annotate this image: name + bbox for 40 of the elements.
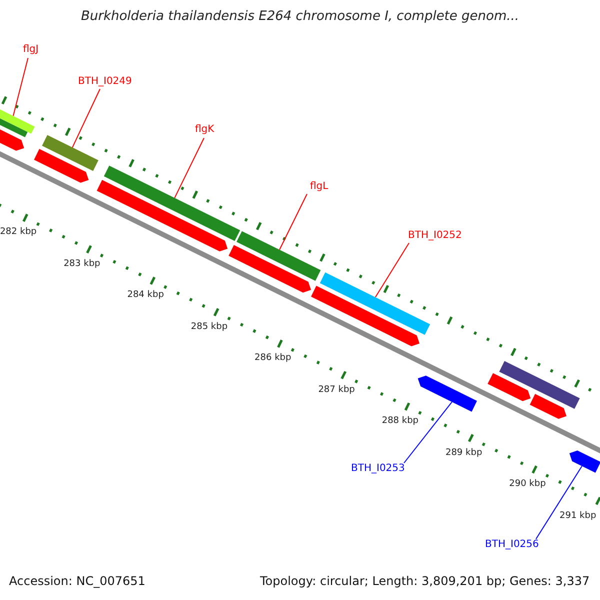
gene-label: BTH_I0252 xyxy=(408,230,462,242)
gene-bar xyxy=(34,148,89,183)
gene-bar xyxy=(569,450,600,473)
gene-label: BTH_I0249 xyxy=(78,76,132,88)
gene-label: BTH_I0256 xyxy=(485,539,539,550)
gene-bar xyxy=(236,231,321,281)
gene-bar xyxy=(418,376,477,412)
scale-label: 286 kbp xyxy=(254,353,292,364)
scale-label: 289 kbp xyxy=(445,448,482,458)
gene-label: BTH_I0253 xyxy=(351,463,405,474)
gene-bar xyxy=(228,245,311,293)
gene-bar xyxy=(42,135,98,171)
gene-label: flgK xyxy=(195,124,214,136)
leader-line xyxy=(536,466,582,540)
gene-bar xyxy=(320,272,430,335)
leader-line xyxy=(279,194,308,250)
gene-bar xyxy=(311,286,420,346)
leader-line xyxy=(404,401,452,464)
gene-bar xyxy=(499,361,580,409)
map-title: Burkholderia thailandensis E264 chromosome I, complete genom... xyxy=(80,10,520,25)
scale-label: 283 kbp xyxy=(64,258,100,270)
scale-label: 284 kbp xyxy=(127,290,164,301)
gene-bar xyxy=(104,166,240,241)
scale-label: 282 kbp xyxy=(0,227,37,238)
genome-info-label: Topology: circular; Length: 3,809,201 bp; Genes: 3,337 xyxy=(260,575,590,589)
leader-line xyxy=(174,138,204,198)
leader-line xyxy=(12,58,28,116)
gene-bar xyxy=(530,394,566,419)
scale-label: 288 kbp xyxy=(382,416,419,426)
scale-label: 290 kbp xyxy=(509,479,546,490)
scale-label: 291 kbp xyxy=(560,510,596,521)
gene-label: flgJ xyxy=(23,44,39,56)
gene-bar xyxy=(488,373,531,402)
leader-line xyxy=(72,88,100,148)
scale-label: 285 kbp xyxy=(190,322,228,332)
gene-bar xyxy=(96,180,228,252)
scale-label: 287 kbp xyxy=(318,384,355,396)
accession-label: Accession: NC_007651 xyxy=(9,575,146,589)
gene-label: flgL xyxy=(310,181,328,192)
leader-line xyxy=(374,242,410,298)
